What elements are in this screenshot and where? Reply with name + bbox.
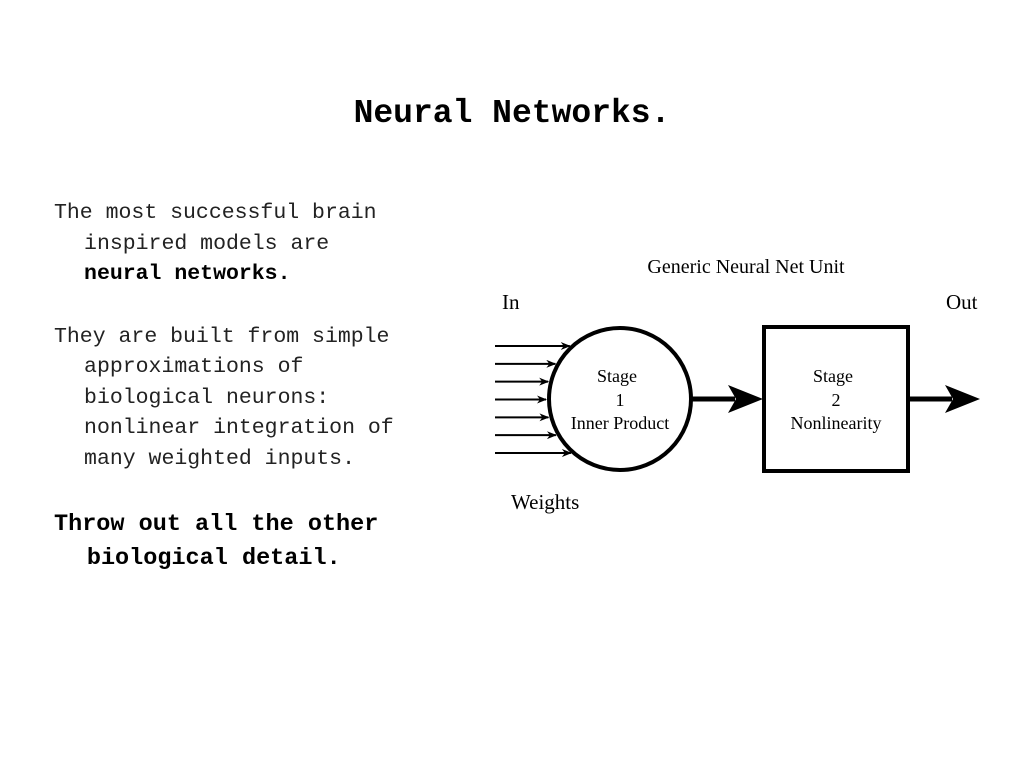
output-arrow [908, 385, 980, 413]
bullet-2-line-1: They are built from simple [54, 324, 390, 349]
bullet-3-line-2: biological detail. [86, 545, 341, 572]
bullet-1: The most successful brain inspired model… [54, 198, 484, 290]
stage-2-label-line-3: Nonlinearity [791, 413, 882, 433]
weights-label: Weights [511, 490, 579, 514]
stage-1-label-line-1: Stage [597, 366, 637, 386]
bullet-1-line-2: inspired models are [84, 231, 330, 256]
bullet-1-line-1: The most successful brain [54, 201, 377, 225]
input-arrows [495, 342, 572, 457]
stage-connector-arrow [692, 385, 763, 413]
in-label: In [502, 290, 520, 314]
bullet-3-line-1: Throw out all the other [54, 511, 379, 538]
bullet-3: Throw out all the other biological detai… [54, 508, 484, 576]
bullet-2: They are built from simple approximation… [54, 322, 484, 475]
bullet-2-line-2: approximations of [84, 355, 304, 379]
stage-2-label-line-2: 2 [832, 390, 841, 410]
stage-1-circle [547, 326, 693, 472]
stage-1-label-line-2: 1 [616, 390, 625, 410]
bullet-list: The most successful brain inspired model… [54, 198, 484, 576]
bullet-1-line-3: neural networks. [84, 262, 291, 286]
bullet-2-line-4: nonlinear integration of [84, 416, 394, 440]
diagram-title: Generic Neural Net Unit [647, 256, 845, 278]
stage-2-label-line-1: Stage [813, 366, 853, 386]
stage-1-label-line-3: Inner Product [571, 413, 669, 433]
bullet-2-line-5: many weighted inputs. [84, 446, 355, 471]
out-label: Out [946, 290, 978, 314]
bullet-2-line-3: biological neurons: [84, 385, 330, 410]
slide-title: Neural Networks. [353, 95, 671, 132]
